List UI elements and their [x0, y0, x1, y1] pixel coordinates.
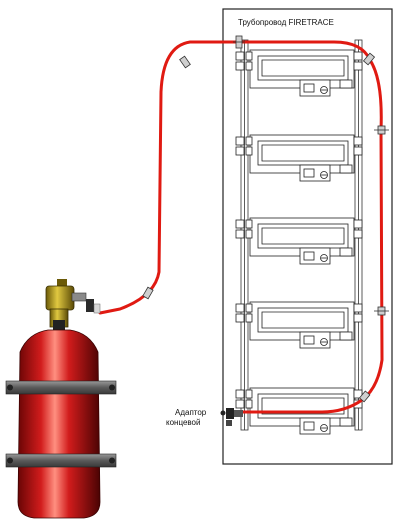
adapter-label-line-1: Адаптор	[175, 408, 207, 417]
pipe-clip-icon	[362, 52, 376, 66]
pipe-label: Трубопровод FIRETRACE	[238, 18, 334, 27]
pipe-clips	[142, 35, 389, 403]
pipe-clip-icon	[142, 286, 154, 300]
end-adapter-icon	[220, 408, 243, 426]
valve-head-icon	[45, 279, 101, 330]
pipe-clip-icon	[374, 306, 389, 316]
relay-module-icon	[235, 134, 363, 182]
fire-suppression-cylinder-icon	[5, 329, 117, 519]
relay-module-icon	[235, 49, 363, 97]
adapter-label-line-2: концевой	[166, 418, 200, 427]
relay-modules	[235, 49, 363, 435]
relay-module-icon	[235, 301, 363, 349]
pipe-clip-icon	[233, 35, 245, 49]
pipe-clip-icon	[358, 390, 371, 403]
pipe-clip-icon	[179, 55, 191, 69]
relay-module-icon	[235, 217, 363, 265]
pipe-clip-icon	[374, 125, 389, 135]
